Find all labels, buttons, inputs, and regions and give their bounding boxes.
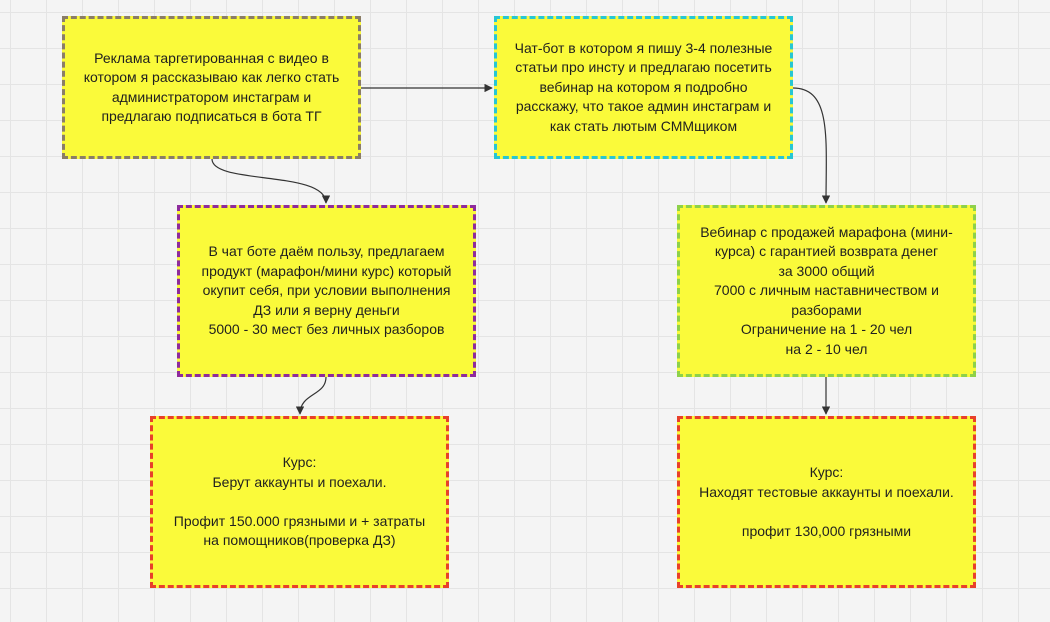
course-left-sticky-card[interactable]: Курс: Берут аккаунты и поехали. Профит 1… [150,416,449,588]
webinar-card-text: Вебинар с продажей марафона (мини- курса… [700,223,953,357]
chatbot-sticky-card[interactable]: Чат-бот в котором я пишу 3-4 полезные ст… [494,16,793,159]
ad-card-text: Реклама таргетированная с видео в которо… [83,49,340,125]
connector-chatbot-to-webinar[interactable] [792,87,831,204]
connector-product-to-course-left[interactable] [295,376,327,415]
course-left-card-text: Курс: Берут аккаунты и поехали. Профит 1… [173,454,426,549]
connector-ad-to-product[interactable] [211,158,331,204]
course-right-card-text: Курс: Находят тестовые аккаунты и поехал… [699,464,954,539]
chatbot-product-card-text: В чат боте даём пользу, предлагаем проду… [201,243,452,338]
chatbot-card-text: Чат-бот в котором я пишу 3-4 полезные ст… [514,39,773,134]
ad-sticky-card[interactable]: Реклама таргетированная с видео в которо… [62,16,361,159]
chatbot-product-sticky-card[interactable]: В чат боте даём пользу, предлагаем проду… [177,205,476,377]
webinar-sticky-card[interactable]: Вебинар с продажей марафона (мини- курса… [677,205,976,377]
course-right-sticky-card[interactable]: Курс: Находят тестовые аккаунты и поехал… [677,416,976,588]
